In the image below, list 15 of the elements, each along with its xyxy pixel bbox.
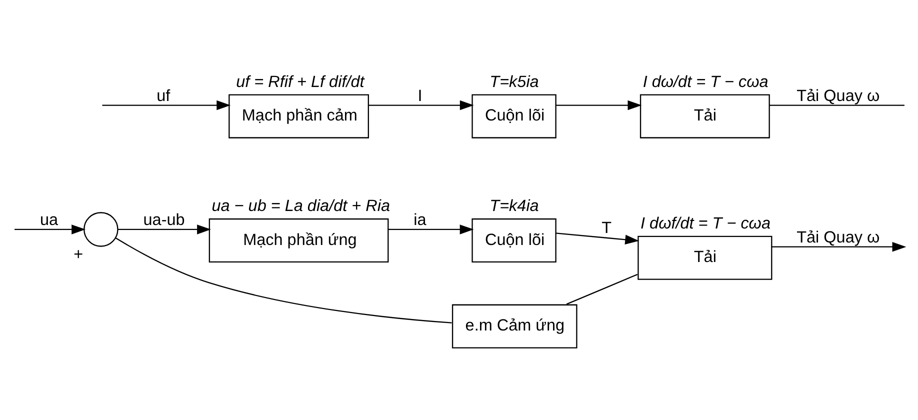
edge-label: I	[417, 86, 422, 105]
edge-label: Tải Quay ω	[796, 86, 880, 105]
edge-label: Tải Quay ω	[796, 228, 880, 246]
edge-label: uf	[156, 86, 170, 105]
node-label: uf = Rfif + Lf dif/dt	[236, 72, 364, 91]
edge-label: ia	[413, 211, 426, 230]
node-label: T=k4ia	[489, 197, 538, 216]
node-label: I dω/dt = T − cωa	[642, 72, 768, 91]
node-label: I dωf/dt = T − cωa	[640, 214, 770, 233]
edge-label: ua	[40, 211, 58, 230]
edge-label: T	[601, 219, 612, 238]
node-label: +	[73, 245, 83, 264]
edge-label: ua-ub	[142, 211, 184, 230]
node-label: ua − ub = La dia/dt + Ria	[211, 197, 390, 216]
node-label: T=k5ia	[489, 72, 538, 91]
